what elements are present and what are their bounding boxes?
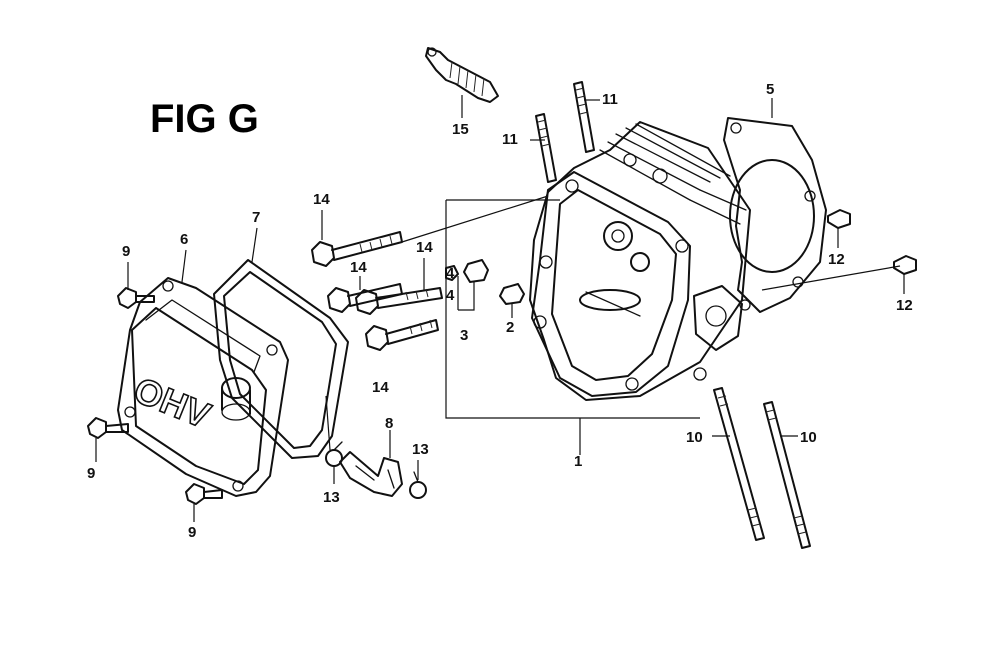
callout-13a: 13 <box>323 489 340 506</box>
callout-10b: 10 <box>800 429 817 446</box>
cylinder-head <box>445 121 751 419</box>
head-bolts <box>311 231 443 351</box>
callout-13b: 13 <box>412 441 429 458</box>
callout-14a: 14 <box>313 191 330 208</box>
callout-8: 8 <box>385 415 393 432</box>
callout-4a: 4 <box>446 265 455 282</box>
callout-10a: 10 <box>686 429 703 446</box>
stud-bolts-bottom <box>713 387 811 549</box>
callout-labels: 1 2 3 4 4 5 6 7 8 9 9 9 10 10 11 11 12 1… <box>87 81 913 541</box>
callout-14c: 14 <box>416 239 433 256</box>
callout-12a: 12 <box>828 251 845 268</box>
callout-2: 2 <box>506 319 514 336</box>
spark-plug <box>425 47 499 103</box>
callout-6: 6 <box>180 231 188 248</box>
tube-clips <box>325 441 427 499</box>
callout-4b: 4 <box>446 287 455 304</box>
rocker-cover: OHV <box>117 277 289 497</box>
figure-title: FIG G <box>150 97 259 141</box>
dowel-pins <box>827 209 917 275</box>
callout-11b: 11 <box>502 131 518 148</box>
callout-5: 5 <box>766 81 774 98</box>
callout-1: 1 <box>574 453 582 470</box>
callout-15: 15 <box>452 121 469 138</box>
callout-3: 3 <box>460 327 468 344</box>
callout-9a: 9 <box>122 243 130 260</box>
breather-tube <box>339 451 403 497</box>
callout-9c: 9 <box>188 524 196 541</box>
small-dowels <box>445 259 525 305</box>
stud-bolts-top <box>535 81 595 183</box>
cover-bolts <box>87 287 223 505</box>
callout-9b: 9 <box>87 465 95 482</box>
callout-12b: 12 <box>896 297 913 314</box>
callout-14d: 14 <box>372 379 389 396</box>
callout-11a: 11 <box>602 91 618 108</box>
callout-7: 7 <box>252 209 260 226</box>
cover-emboss-text: OHV <box>128 369 216 436</box>
rocker-cover-gasket <box>213 259 349 459</box>
head-gasket <box>723 117 827 313</box>
callout-14b: 14 <box>350 259 367 276</box>
